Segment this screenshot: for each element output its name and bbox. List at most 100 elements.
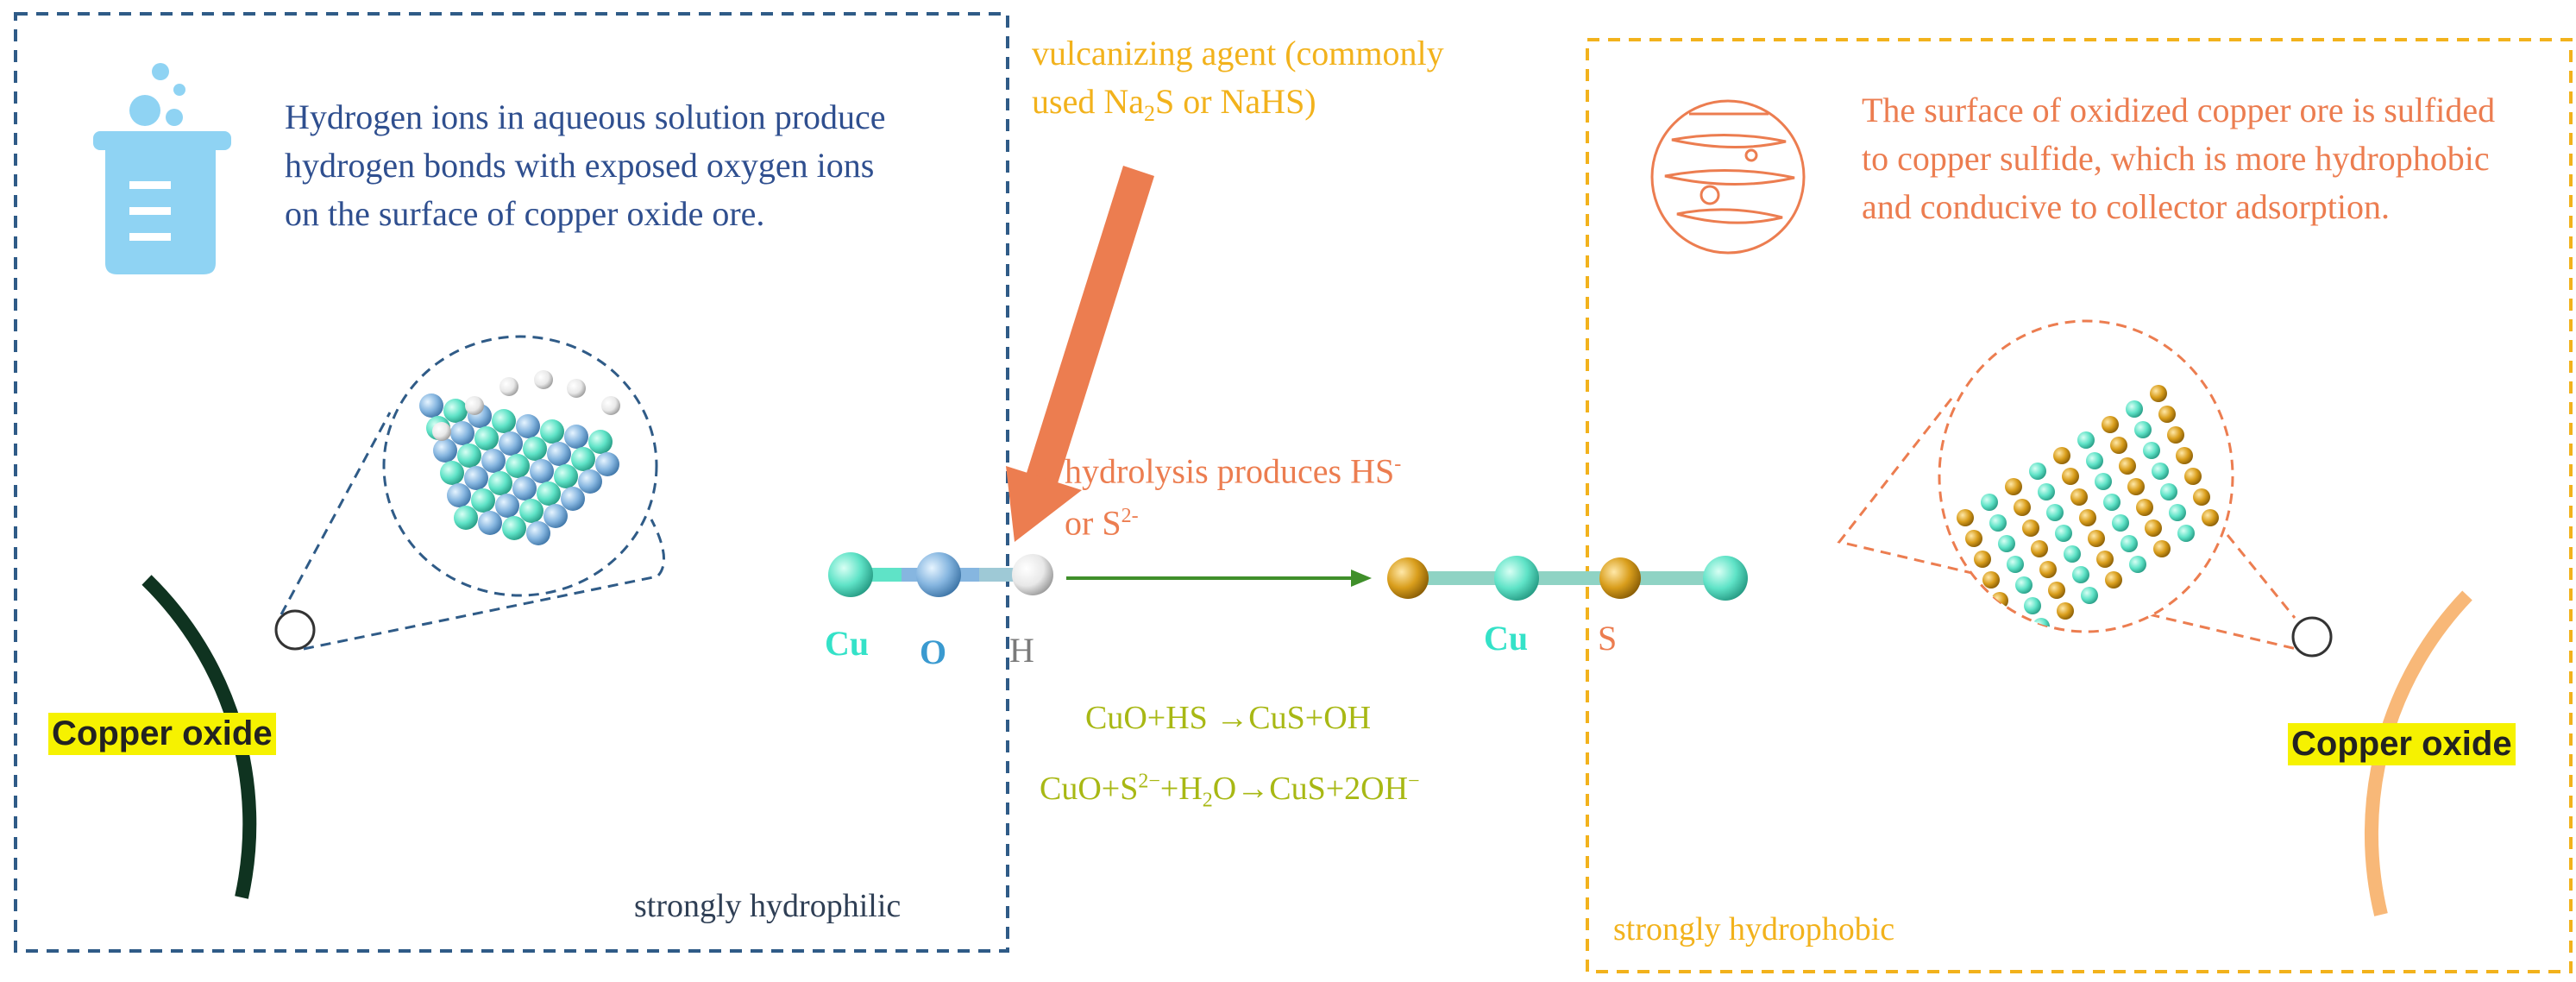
lattice-atom: [2022, 519, 2039, 537]
lattice-atom: [2029, 463, 2046, 480]
lattice-hydrogen: [567, 379, 586, 398]
lattice-atom: [1965, 530, 1982, 547]
lattice-atom: [2081, 587, 2098, 604]
lattice-atom: [2177, 525, 2195, 542]
lattice-hydrogen: [465, 396, 484, 415]
lattice-atom: [454, 506, 478, 530]
lattice-atom: [2110, 437, 2127, 454]
lattice-atom: [2031, 540, 2048, 557]
agent-line2-sub: 2: [1143, 101, 1155, 126]
lattice-atom: [495, 494, 519, 518]
right-panel-border: [1586, 38, 2573, 973]
lattice-atom: [543, 504, 568, 528]
lattice-atom: [2086, 452, 2103, 469]
left-copper-oxide-label: Copper oxide: [48, 713, 276, 755]
lattice-atom: [474, 426, 499, 450]
lattice-atom: [450, 421, 474, 445]
lattice-atom: [478, 511, 502, 535]
lattice-atom: [2193, 488, 2210, 506]
lattice-atom: [1981, 494, 1998, 511]
eq2-sup: 2−: [1138, 770, 1160, 793]
lattice-atom: [537, 482, 561, 506]
equation-2: CuO+S2−+H2O→CuS+2OH−: [1040, 770, 1420, 813]
vulcanizing-agent-arrow: [1006, 166, 1154, 542]
lattice-atom: [2079, 509, 2096, 526]
lattice-atom: [1982, 571, 2000, 589]
lattice-atom: [2088, 530, 2105, 547]
lattice-atom: [519, 499, 543, 523]
lattice-atom: [2120, 535, 2138, 552]
lattice-atom: [1957, 509, 1974, 526]
lattice-hydrogen: [601, 396, 620, 415]
lattice-atom: [2005, 478, 2022, 495]
lattice-atom: [481, 449, 506, 473]
lattice-atom: [516, 414, 540, 438]
eq2-b: +H: [1159, 771, 1203, 807]
lattice-atom: [2167, 426, 2184, 444]
hydrolysis-main: hydrolysis produces HS: [1065, 451, 1395, 491]
right-crystal: [1957, 385, 2219, 632]
hydrophilic-label: strongly hydrophilic: [634, 888, 902, 924]
lattice-atom: [2153, 540, 2171, 557]
lattice-atom: [2048, 582, 2065, 599]
lattice-atom: [1998, 535, 2015, 552]
lattice-atom: [2072, 566, 2089, 583]
hydrolysis-or: or S: [1065, 503, 1122, 543]
lattice-atom: [2055, 525, 2072, 542]
right-zoom-cone: [1837, 398, 2297, 651]
lattice-atom: [2129, 556, 2146, 573]
lattice-atom: [2062, 468, 2079, 485]
eq2-a: CuO+S: [1040, 771, 1139, 807]
agent-line2-prefix: used Na: [1032, 82, 1144, 121]
lattice-atom: [2077, 431, 2095, 449]
reaction-arrow: [1066, 570, 1372, 587]
lattice-atom: [2136, 499, 2153, 516]
left-panel-border: [14, 12, 1009, 953]
label-s: S: [1598, 619, 1618, 658]
lattice-atom: [2145, 519, 2162, 537]
lattice-atom: [440, 461, 464, 485]
lattice-atom: [499, 431, 523, 456]
lattice-atom: [2057, 602, 2074, 620]
lattice-atom: [2070, 488, 2088, 506]
lattice-atom: [2096, 551, 2114, 568]
label-o: O: [920, 633, 947, 671]
lattice-atom: [2014, 499, 2031, 516]
lattice-hydrogen: [432, 422, 451, 441]
lattice-atom: [526, 521, 550, 545]
lattice-atom: [2046, 504, 2064, 521]
left-description: Hydrogen ions in aqueous solution produc…: [285, 98, 886, 233]
lattice-atom: [2000, 613, 2017, 630]
left-zoom-cone: [280, 412, 666, 651]
lattice-atom: [588, 430, 613, 454]
lattice-atom: [554, 464, 578, 488]
lattice-atom: [595, 452, 619, 476]
hydrolysis-label: hydrolysis produces HS- or S2-: [1065, 442, 1513, 546]
lattice-atom: [2053, 447, 2070, 464]
lattice-atom: [2112, 514, 2129, 532]
lattice-hydrogen: [499, 377, 518, 396]
lattice-atom: [2024, 597, 2041, 614]
lattice-atom: [540, 419, 564, 444]
lattice-atom: [2119, 457, 2136, 475]
lattice-atom: [433, 438, 457, 463]
lattice-atom: [2127, 478, 2145, 495]
agent-line1: vulcanizing agent (commonly: [1032, 34, 1444, 72]
lattice-atom: [2039, 561, 2057, 578]
lattice-atom: [2152, 463, 2169, 480]
lattice-atom: [502, 516, 526, 540]
molecule-cus: [1387, 556, 1748, 601]
lattice-atom: [488, 471, 512, 495]
lattice-atom: [578, 469, 602, 494]
label-h: H: [1009, 631, 1034, 670]
label-cu-right: Cu: [1484, 619, 1529, 658]
molecule-cu-o-h: [828, 552, 1053, 597]
lattice-atom: [2007, 556, 2024, 573]
lattice-atom: [561, 487, 585, 511]
eq2-sup2: −: [1408, 770, 1420, 793]
hydrolysis-sup2: 2-: [1121, 505, 1139, 528]
hydrolysis-sup1: -: [1394, 453, 1402, 475]
lattice-atom: [530, 459, 554, 483]
eq2-sub: 2: [1202, 789, 1213, 812]
